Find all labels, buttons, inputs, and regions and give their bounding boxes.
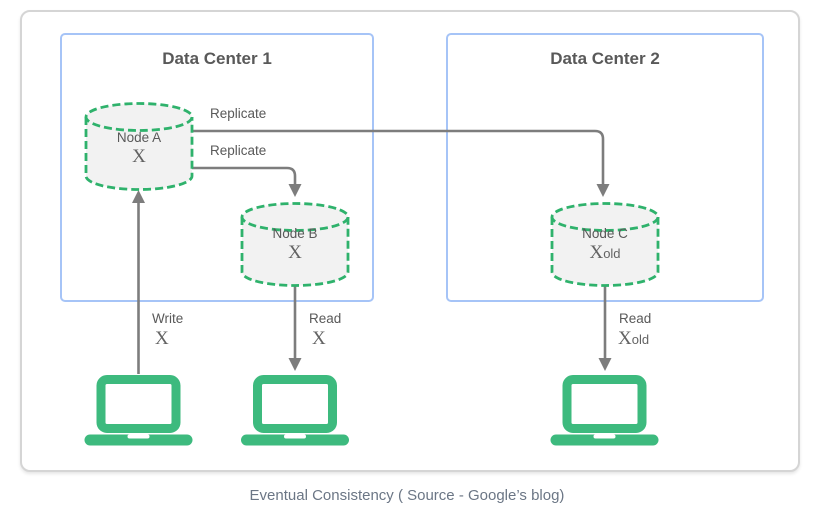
read-c-label: Read	[619, 311, 652, 326]
read-b-label: Read	[309, 311, 342, 326]
read-b-value: X	[312, 328, 326, 350]
write-value-x: X	[155, 328, 169, 349]
node-a-value: X	[86, 146, 192, 168]
write-label: Write	[152, 311, 184, 326]
data-center-1-title: Data Center 1	[162, 49, 272, 68]
read-c-value: Xold	[618, 328, 649, 350]
figure-caption: Eventual Consistency ( Source - Google’s…	[249, 487, 565, 504]
data-center-2-title: Data Center 2	[550, 49, 660, 68]
node-c-value-suffix: old	[603, 246, 621, 261]
node-a-name: Node A	[116, 130, 162, 145]
read-b-value-x: X	[312, 328, 326, 349]
node-b-name: Node B	[272, 226, 318, 241]
replicate-label-2: Replicate	[210, 143, 267, 158]
node-b-value: X	[242, 242, 348, 264]
node-c-value-x: X	[589, 242, 604, 263]
node-c-name: Node C	[582, 226, 628, 241]
read-c-value-x: X	[618, 328, 632, 349]
node-c-value: Xold	[552, 242, 658, 264]
replicate-label-1: Replicate	[210, 106, 267, 121]
write-value: X	[155, 328, 169, 350]
node-b-value-x: X	[288, 242, 302, 263]
read-c-value-suffix: old	[631, 332, 650, 347]
node-a-value-x: X	[132, 146, 146, 167]
